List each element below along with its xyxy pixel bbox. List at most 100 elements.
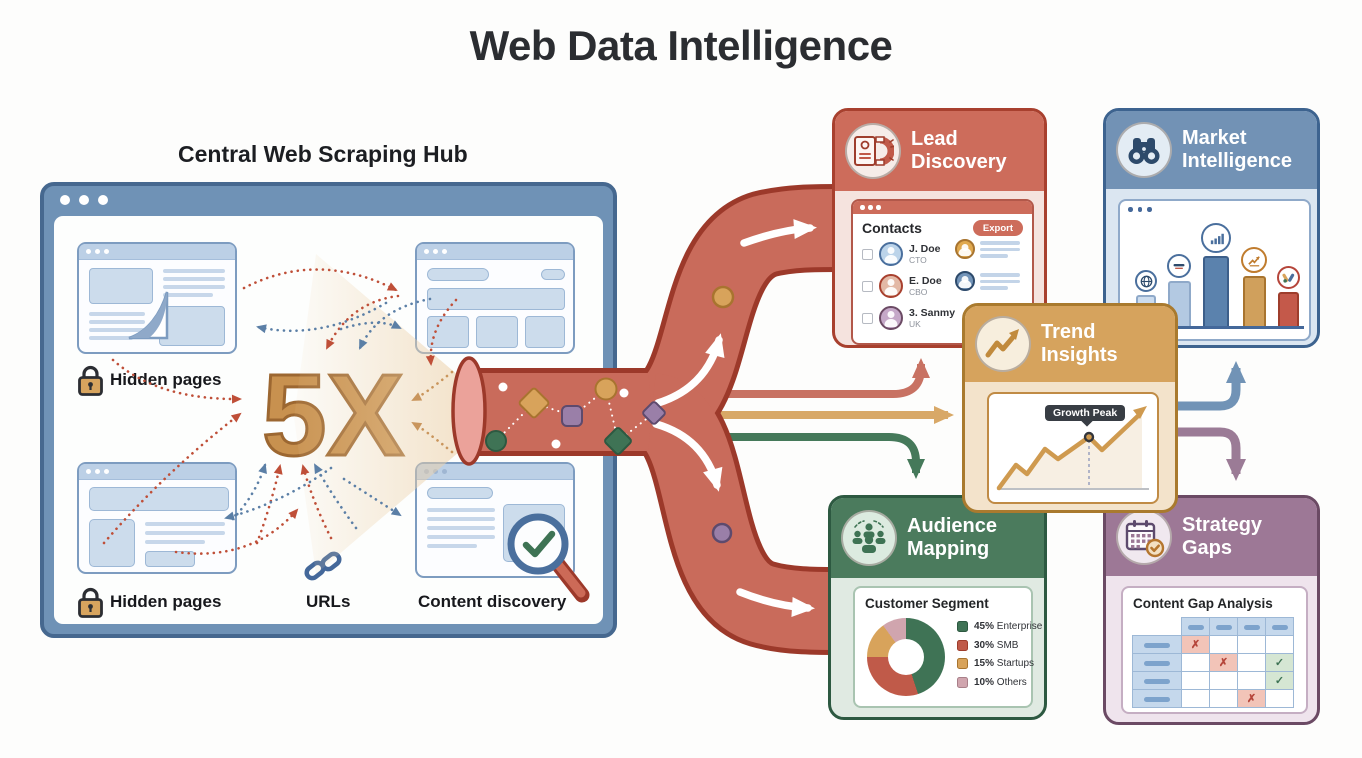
bar-chart-icon	[1201, 223, 1231, 253]
placeholder-line	[427, 535, 495, 539]
contact-checkbox[interactable]	[862, 280, 873, 292]
window-control-dots	[60, 195, 108, 205]
pipe-flow-arrows	[652, 219, 817, 618]
legend-item: 45% Enterprise	[957, 621, 1042, 632]
card-title: Market Intelligence	[1182, 127, 1293, 172]
placeholder-line	[427, 544, 477, 548]
gap-cell: ✓	[1265, 671, 1294, 690]
contact-checkbox[interactable]	[862, 248, 873, 260]
growth-peak-tooltip: Growth Peak	[1045, 405, 1126, 421]
trend-insights-header: Trend Insights	[965, 306, 1175, 382]
trend-icon	[1241, 247, 1267, 273]
placeholder-line	[427, 526, 495, 530]
gap-cell: ✗	[1209, 653, 1238, 672]
segment-legend: 45% Enterprise 30% SMB 15% Startups 10% …	[957, 621, 1042, 688]
card-title: Trend Insights	[1041, 321, 1118, 366]
card-title: Strategy Gaps	[1182, 514, 1263, 559]
mini-titlebar	[417, 244, 573, 260]
card-title: Audience Mapping	[907, 515, 998, 560]
legend-swatch	[957, 621, 968, 632]
contact-preview	[955, 238, 1020, 261]
legend-item: 30% SMB	[957, 639, 1042, 651]
wireframe-block	[89, 519, 135, 567]
placeholder-line	[145, 540, 205, 544]
gap-cell	[1265, 635, 1294, 654]
bar-column	[1277, 266, 1300, 326]
gap-cell: ✗	[1181, 635, 1210, 654]
mini-titlebar	[79, 464, 235, 480]
lock-icon	[78, 365, 103, 396]
growth-chart-panel: Growth Peak	[987, 392, 1159, 504]
contact-name: 3. Sanmy	[909, 306, 956, 319]
contact-role: UK	[909, 318, 921, 329]
export-button[interactable]: Export	[972, 220, 1023, 236]
wireframe-pill	[427, 268, 489, 281]
avatar	[879, 306, 903, 330]
gap-row: ✗✓	[1132, 653, 1294, 672]
gap-row-label	[1132, 635, 1182, 654]
card-trend-insights: Trend Insights Growth Peak	[962, 303, 1178, 513]
wireframe-block	[525, 316, 565, 348]
scraping-hub-window: Hidden pages Hidden pages URLs Content d…	[40, 182, 617, 638]
binoculars-icon	[1116, 122, 1172, 178]
placeholder-line	[89, 312, 145, 316]
placeholder-line	[427, 508, 495, 512]
legend-swatch	[957, 639, 968, 651]
bar-column	[1201, 223, 1231, 326]
placeholder-line	[427, 517, 495, 521]
contact-name: E. Doe	[909, 274, 942, 287]
wireframe-block	[427, 288, 565, 310]
gap-row-label	[1132, 689, 1182, 708]
contact-name: J. Doe	[909, 242, 941, 255]
gap-analysis-table: ✗✗✓✓✗	[1132, 617, 1294, 708]
avatar	[955, 239, 975, 260]
gap-cell	[1181, 653, 1210, 672]
contact-checkbox[interactable]	[862, 312, 873, 324]
gap-cell: ✓	[1265, 653, 1294, 672]
content-discovery-label: Content discovery	[418, 592, 567, 611]
lead-magnet-icon	[845, 123, 901, 179]
gap-cell	[1265, 689, 1294, 708]
urls-label: URLs	[306, 592, 351, 611]
avatar	[879, 242, 903, 266]
gap-cell: ✗	[1237, 689, 1266, 708]
wireframe-pill	[541, 269, 565, 280]
placeholder-line	[89, 328, 145, 332]
legend-swatch	[957, 676, 968, 688]
placeholder-line	[163, 269, 225, 273]
mini-titlebar	[79, 244, 235, 260]
wireframe-block	[159, 306, 225, 346]
gap-cell	[1181, 671, 1210, 690]
gap-cell	[1209, 689, 1238, 708]
placeholder-line	[145, 522, 225, 526]
gap-cell	[1181, 689, 1210, 708]
globe-icon	[1135, 270, 1157, 292]
mini-titlebar-dots	[1128, 207, 1152, 212]
ads-triangle-icon	[1277, 266, 1300, 289]
wireframe-block	[89, 268, 153, 304]
url-chain-link-icon	[304, 551, 342, 581]
gap-cell	[1237, 653, 1266, 672]
panel-title: Content Gap Analysis	[1133, 596, 1273, 611]
placeholder-line	[163, 285, 225, 289]
market-intelligence-header: Market Intelligence	[1106, 111, 1317, 189]
card-audience-mapping: Audience Mapping Customer Segment 45% En…	[828, 495, 1047, 720]
gap-row: ✗	[1132, 635, 1294, 654]
hidden-pages-label: Hidden pages	[110, 370, 222, 389]
contact-role: CTO	[909, 254, 927, 265]
donut-chart	[867, 618, 945, 696]
legend-item: 15% Startups	[957, 658, 1042, 669]
contact-row: J. Doe CTO	[853, 238, 1032, 270]
wireframe-block	[476, 316, 518, 348]
content-discovery-magnifier-icon	[507, 513, 590, 603]
wireframe-block	[145, 551, 195, 567]
placeholder-line	[145, 531, 225, 535]
placeholder-line	[89, 336, 133, 340]
lock-icon	[78, 587, 103, 618]
gap-row-label	[1132, 653, 1182, 672]
gap-row: ✓	[1132, 671, 1294, 690]
customer-segment-panel: Customer Segment 45% Enterprise 30% SMB …	[853, 586, 1042, 708]
wireframe-page-top-left	[77, 242, 237, 354]
placeholder-line	[163, 293, 213, 297]
